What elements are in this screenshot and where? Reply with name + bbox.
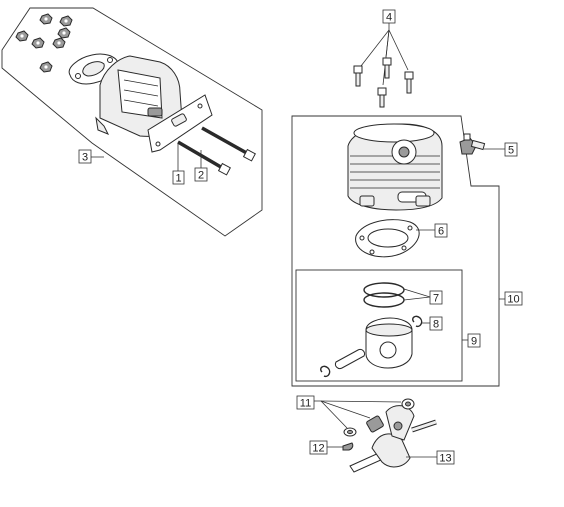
callout-5: 5 xyxy=(484,142,518,157)
svg-text:10: 10 xyxy=(507,294,519,306)
nut-6 xyxy=(39,61,53,73)
callout-2: 2 xyxy=(194,150,208,182)
nut-1 xyxy=(39,13,53,25)
decompression-valve xyxy=(459,133,486,155)
nut-set xyxy=(15,13,73,73)
screw-1 xyxy=(353,65,363,87)
callout-10: 10 xyxy=(499,291,523,306)
crankshaft xyxy=(349,405,437,473)
callout-12: 12 xyxy=(309,440,343,455)
svg-text:11: 11 xyxy=(300,398,311,410)
screw-3 xyxy=(404,71,414,94)
callout-8: 8 xyxy=(422,316,443,331)
nut-3 xyxy=(15,30,29,42)
svg-text:3: 3 xyxy=(82,152,88,164)
piston-rings xyxy=(363,282,405,308)
svg-text:8: 8 xyxy=(433,319,439,331)
group-10-outline xyxy=(291,115,500,387)
long-bolt-1 xyxy=(201,126,256,162)
callout-6: 6 xyxy=(416,223,448,238)
nut-2 xyxy=(59,15,73,27)
group-9-outline xyxy=(295,269,463,382)
callout-1: 1 xyxy=(172,144,185,185)
svg-text:13: 13 xyxy=(439,453,451,465)
screw-2 xyxy=(382,57,392,79)
base-gasket xyxy=(355,219,420,258)
svg-text:4: 4 xyxy=(386,12,392,24)
woodruff-key xyxy=(342,442,354,451)
piston-pin xyxy=(335,349,365,369)
nut-4 xyxy=(31,37,45,49)
callout-7: 7 xyxy=(403,288,443,305)
svg-text:1: 1 xyxy=(175,173,181,185)
callout-11: 11 xyxy=(296,395,402,429)
screw-4 xyxy=(377,87,387,108)
svg-text:2: 2 xyxy=(198,170,204,182)
svg-text:5: 5 xyxy=(508,145,514,157)
svg-text:12: 12 xyxy=(312,443,324,455)
needle-bearing xyxy=(366,415,384,433)
muffler-gasket xyxy=(147,94,213,153)
screw-set xyxy=(353,57,414,108)
callout-13: 13 xyxy=(406,450,455,465)
nut-5 xyxy=(52,37,66,49)
thrust-washer-left xyxy=(343,427,357,437)
thrust-washer-right xyxy=(401,398,415,410)
muffler-body xyxy=(95,55,183,137)
callout-9: 9 xyxy=(462,333,481,348)
cylinder xyxy=(347,123,443,211)
long-bolt-2 xyxy=(177,140,231,176)
svg-text:7: 7 xyxy=(433,293,439,305)
piston xyxy=(365,317,413,369)
callout-3: 3 xyxy=(78,149,104,164)
group-3-outline xyxy=(1,7,263,237)
nut-7 xyxy=(57,27,71,39)
svg-text:9: 9 xyxy=(471,336,477,348)
circlip-right xyxy=(411,315,423,328)
circlip-left xyxy=(319,365,331,378)
svg-text:6: 6 xyxy=(438,226,444,238)
